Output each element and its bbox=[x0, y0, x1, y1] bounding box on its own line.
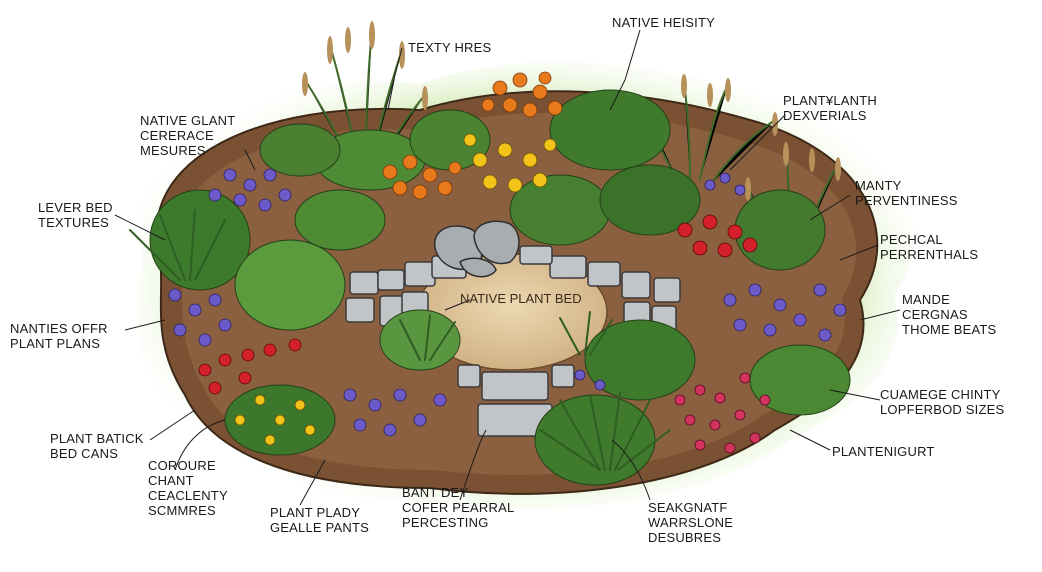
label-line: MANTY bbox=[855, 178, 902, 193]
label-texty-hres: TEXTY HRES bbox=[408, 40, 492, 55]
label-line: TEXTY HRES bbox=[408, 40, 492, 55]
boulders bbox=[434, 220, 520, 278]
label-line: COFER PEARRAL bbox=[402, 500, 514, 515]
label-line: CEACLENTY bbox=[148, 488, 228, 503]
label-plantenigurt: PLANTENIGURT bbox=[832, 444, 935, 459]
label-line: MESURES bbox=[140, 143, 206, 158]
spiky-plants bbox=[129, 209, 671, 471]
center-label: NATIVE PLANT BED bbox=[460, 291, 582, 306]
label-line: DESUBRES bbox=[648, 530, 721, 545]
label-line: NATIVE HEISITY bbox=[612, 15, 715, 30]
label-line: CERERACE bbox=[140, 128, 214, 143]
label-line: BED CANS bbox=[50, 446, 118, 461]
label-line: THOME BEATS bbox=[902, 322, 997, 337]
label-line: GEALLE PANTS bbox=[270, 520, 369, 535]
label-line: PLANT¥LANTH bbox=[783, 93, 877, 108]
label-line: TEXTURES bbox=[38, 215, 109, 230]
label-line: MANDE bbox=[902, 292, 950, 307]
label-line: LEVER BED bbox=[38, 200, 113, 215]
label-line: BANT DEY bbox=[402, 485, 469, 500]
flowers bbox=[168, 71, 847, 454]
label-line: NANTIES OFFR bbox=[10, 321, 108, 336]
label-line: PECHCAL bbox=[880, 232, 943, 247]
label-native-heisity: NATIVE HEISITY bbox=[612, 15, 715, 30]
label-line: PLANT BATICK bbox=[50, 431, 144, 446]
leader-lines bbox=[114, 29, 901, 506]
label-line: CERGNAS bbox=[902, 307, 968, 322]
stone-border bbox=[345, 245, 681, 437]
label-line: WARRSLONE bbox=[648, 515, 733, 530]
label-line: COROURE bbox=[148, 458, 216, 473]
label-line: PERCESTING bbox=[402, 515, 489, 530]
label-line: LOPFERBOD SIZES bbox=[880, 402, 1004, 417]
foliage bbox=[149, 89, 851, 486]
label-line: CUAMEGE CHINTY bbox=[880, 387, 1001, 402]
label-line: PLANT PLADY bbox=[270, 505, 360, 520]
label-line: PERVENTINESS bbox=[855, 193, 958, 208]
label-line: PLANT PLANS bbox=[10, 336, 100, 351]
label-line: NATIVE GLANT bbox=[140, 113, 235, 128]
label-line: PERRENTHALS bbox=[880, 247, 978, 262]
label-line: CHANT bbox=[148, 473, 194, 488]
label-line: DEXVERIALS bbox=[783, 108, 867, 123]
label-line: PLANTENIGURT bbox=[832, 444, 935, 459]
label-line: SEAKGNATF bbox=[648, 500, 728, 515]
label-line: SCMMRES bbox=[148, 503, 216, 518]
